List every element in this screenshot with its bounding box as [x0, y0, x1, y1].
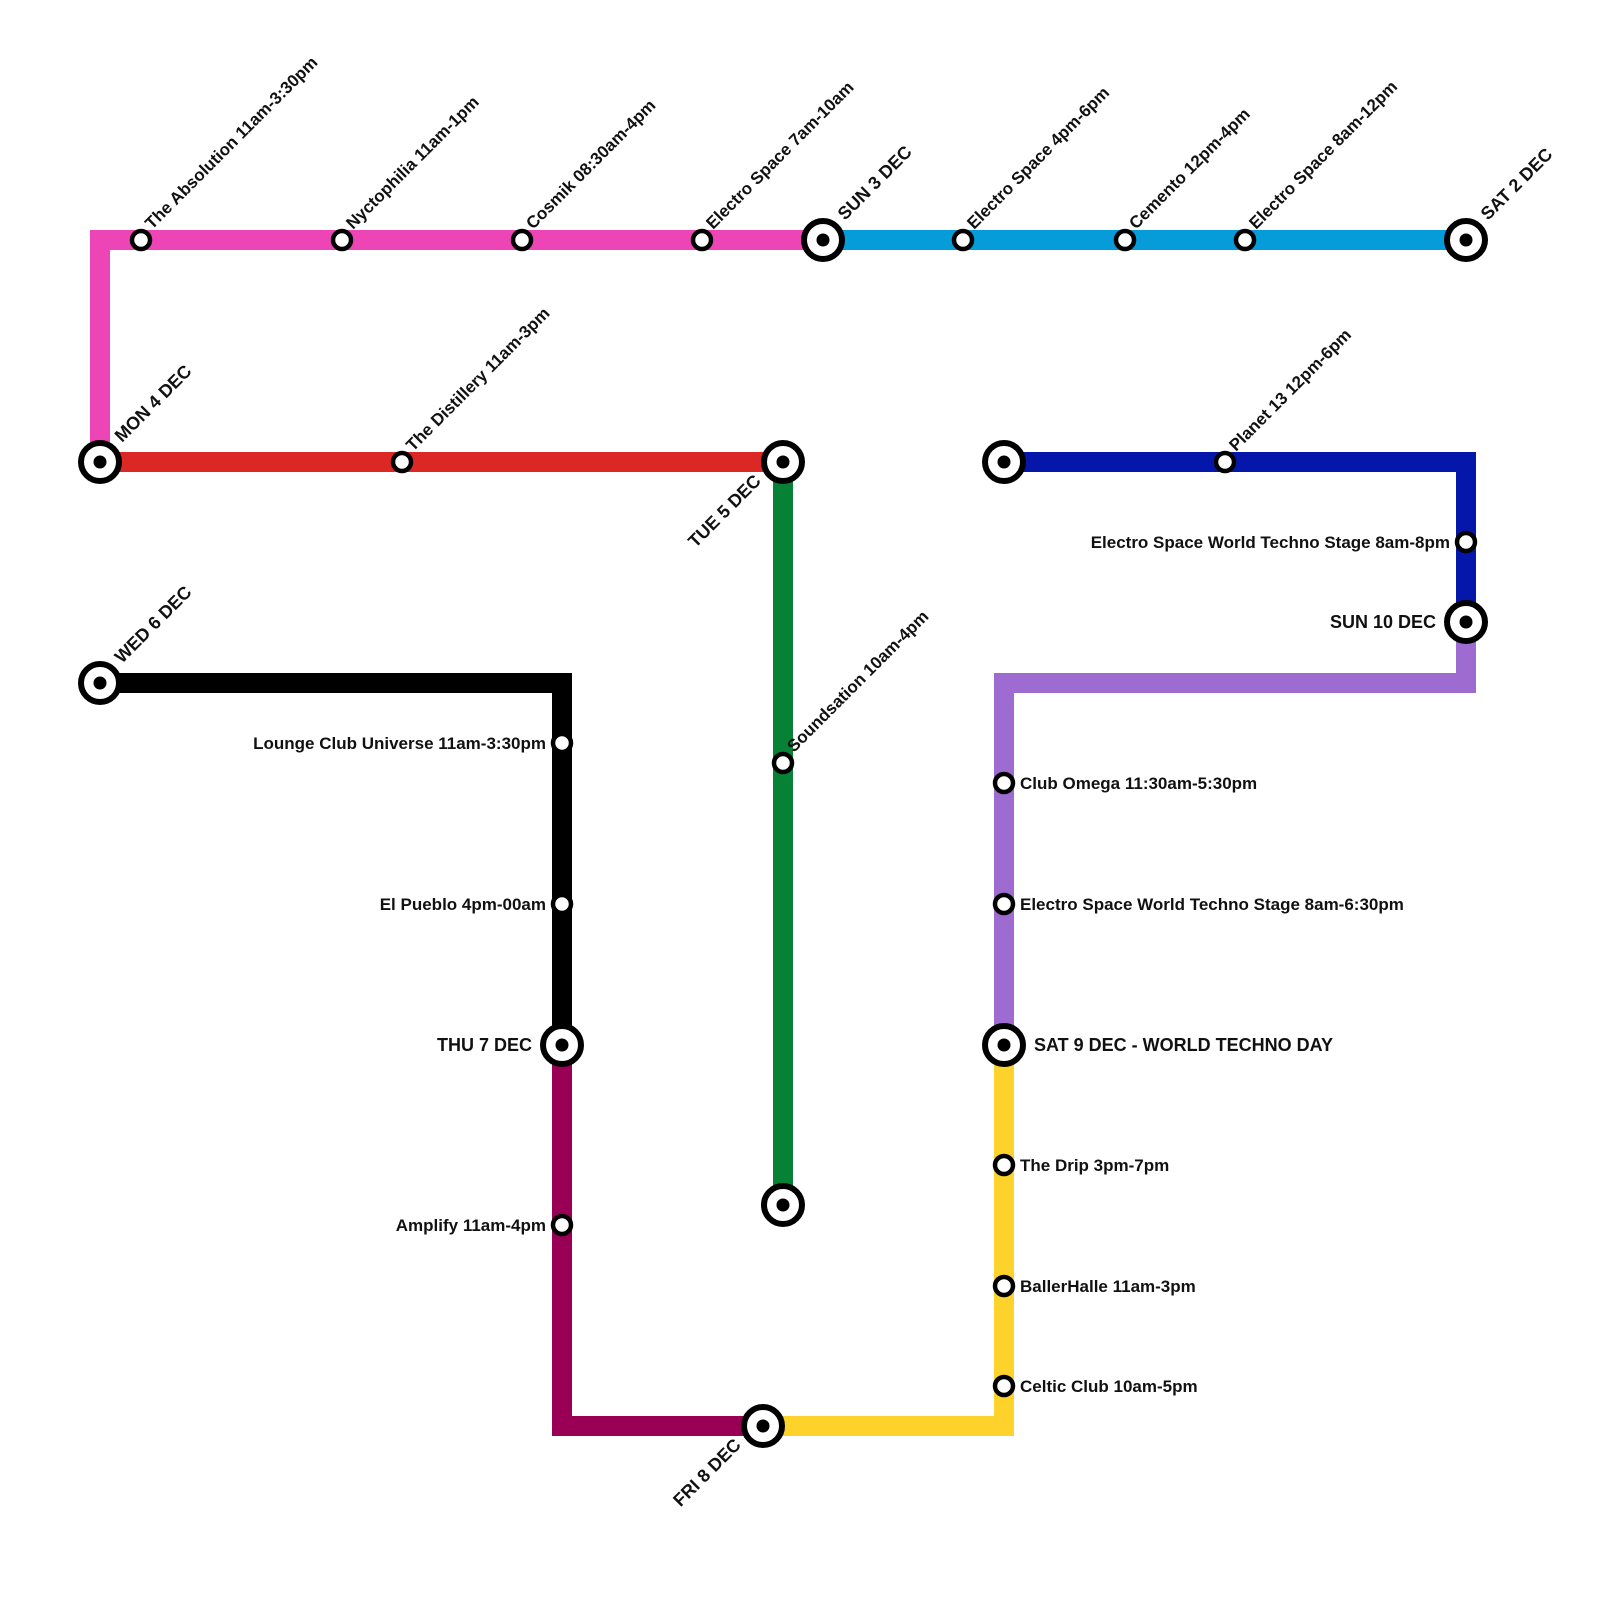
station-electro-space-7am-10am[interactable] [690, 228, 714, 252]
label-thu-7-dec: THU 7 DEC [437, 1035, 532, 1055]
label-electro-space-world-techno-630: Electro Space World Techno Stage 8am-6:3… [1020, 895, 1404, 914]
station-nyctophilia[interactable] [330, 228, 354, 252]
label-lounge-club-universe: Lounge Club Universe 11am-3:30pm [253, 734, 546, 753]
line-black [100, 673, 572, 1045]
hub-navy-start[interactable] [982, 440, 1026, 484]
station-cemento[interactable] [1113, 228, 1137, 252]
station-the-absolution[interactable] [129, 228, 153, 252]
label-tue-5-dec: TUE 5 DEC [684, 471, 765, 552]
line-pink [90, 230, 823, 462]
label-sun-10-dec: SUN 10 DEC [1330, 612, 1436, 632]
station-el-pueblo[interactable] [550, 892, 574, 916]
label-soundsation: Soundsation 10am-4pm [783, 607, 932, 756]
station-electro-space-4pm-6pm[interactable] [951, 228, 975, 252]
label-el-pueblo: El Pueblo 4pm-00am [380, 895, 546, 914]
label-electro-space-world-techno-8pm: Electro Space World Techno Stage 8am-8pm [1091, 533, 1450, 552]
hub-sat-2-dec[interactable] [1444, 218, 1488, 262]
station-electro-space-world-techno-8pm[interactable] [1454, 530, 1478, 554]
label-celtic-club: Celtic Club 10am-5pm [1020, 1377, 1198, 1396]
hub-mon-4-dec[interactable] [78, 440, 122, 484]
station-planet-13[interactable] [1213, 450, 1237, 474]
station-electro-space-world-techno-630[interactable] [992, 892, 1016, 916]
station-club-omega[interactable] [992, 771, 1016, 795]
hub-sat-9-dec[interactable] [982, 1023, 1026, 1067]
hub-sun-10-dec[interactable] [1444, 600, 1488, 644]
label-electro-space-8am-12pm: Electro Space 8am-12pm [1245, 77, 1401, 233]
label-sat-9-dec: SAT 9 DEC - WORLD TECHNO DAY [1034, 1035, 1333, 1055]
label-amplify: Amplify 11am-4pm [396, 1216, 546, 1235]
station-celtic-club[interactable] [992, 1374, 1016, 1398]
label-sun-3-dec: SUN 3 DEC [834, 142, 916, 224]
label-fri-8-dec: FRI 8 DEC [669, 1435, 745, 1511]
label-planet-13: Planet 13 12pm-6pm [1225, 325, 1355, 455]
line-navy [1004, 452, 1476, 622]
hub-sun-3-dec[interactable] [801, 218, 845, 262]
station-the-distillery[interactable] [390, 450, 414, 474]
label-mon-4-dec: MON 4 DEC [111, 361, 196, 446]
label-cemento: Cemento 12pm-4pm [1125, 104, 1253, 232]
stations [129, 228, 1478, 1398]
station-amplify[interactable] [550, 1213, 574, 1237]
station-cosmik[interactable] [510, 228, 534, 252]
hub-fri-8-dec[interactable] [741, 1404, 785, 1448]
hub-wed-6-dec[interactable] [78, 661, 122, 705]
label-club-omega: Club Omega 11:30am-5:30pm [1020, 774, 1257, 793]
hubs [78, 218, 1488, 1448]
label-the-drip: The Drip 3pm-7pm [1020, 1156, 1169, 1175]
label-electro-space-4pm-6pm: Electro Space 4pm-6pm [963, 83, 1113, 233]
station-ballerhalle[interactable] [992, 1274, 1016, 1298]
line-maroon [552, 1045, 763, 1436]
hub-thu-7-dec[interactable] [540, 1023, 584, 1067]
label-the-distillery: The Distillery 11am-3pm [402, 304, 553, 455]
line-yellow [763, 1045, 1014, 1436]
label-the-absolution: The Absolution 11am-3:30pm [141, 53, 321, 233]
label-wed-6-dec: WED 6 DEC [111, 582, 196, 667]
station-soundsation[interactable] [771, 751, 795, 775]
lines [90, 230, 1476, 1436]
label-ballerhalle: BallerHalle 11am-3pm [1020, 1277, 1196, 1296]
hub-green-end[interactable] [761, 1183, 805, 1227]
line-purple [994, 622, 1476, 1045]
labels: SAT 2 DEC SUN 3 DEC MON 4 DEC TUE 5 DEC … [111, 53, 1557, 1511]
station-electro-space-8am-12pm[interactable] [1233, 228, 1257, 252]
hub-tue-5-dec[interactable] [761, 440, 805, 484]
label-cosmik: Cosmik 08:30am-4pm [522, 96, 659, 233]
station-the-drip[interactable] [992, 1153, 1016, 1177]
label-sat-2-dec: SAT 2 DEC [1477, 144, 1557, 224]
station-lounge-club-universe[interactable] [550, 731, 574, 755]
label-nyctophilia: Nyctophilia 11am-1pm [342, 92, 482, 232]
